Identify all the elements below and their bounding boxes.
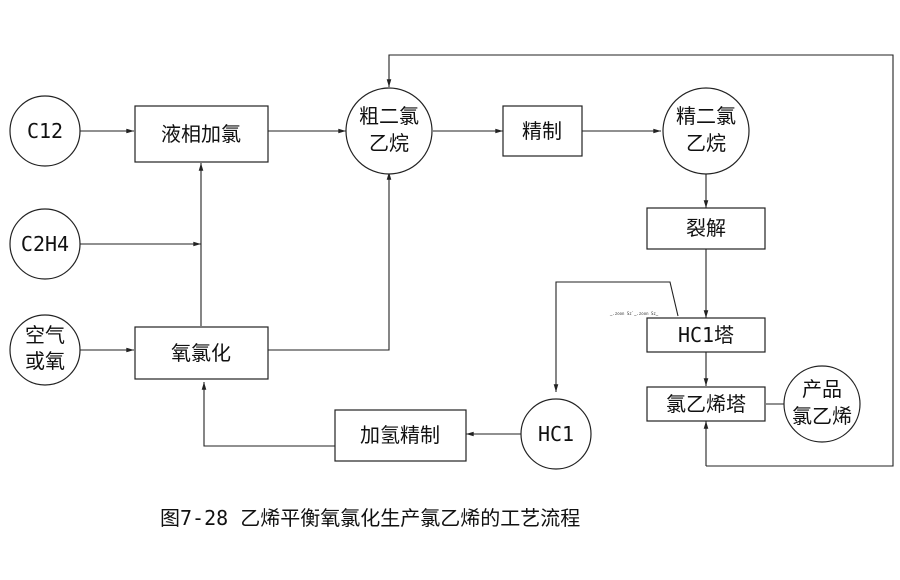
node-pure-edc: 精二氯 乙烷: [662, 87, 750, 175]
box-hydro-refining: 加氢精制: [334, 409, 467, 462]
arrow-oxychlorination-to-crude-edc: [268, 172, 392, 351]
box-refining: 精制: [502, 105, 583, 157]
flow-lines: [80, 54, 894, 467]
node-cl2: C12: [9, 95, 81, 167]
tiny-label: ‿.zoon Sz`‿.zoon Sz‿: [609, 311, 659, 316]
oxychlorination-label: 氧氯化: [171, 341, 231, 365]
hydro-refining-label: 加氢精制: [360, 423, 440, 447]
node-product-vcm: 产品 氯乙烯: [783, 365, 861, 443]
node-air-or-oxygen: 空气 或氧: [9, 314, 81, 386]
arrow-hcl-tower-to-hcl: [553, 281, 679, 392]
box-vcm-tower: 氯乙烯塔: [646, 386, 766, 422]
product-vcm-line2: 氯乙烯: [792, 404, 852, 428]
arrow-hydro-refining-to-oxychlorination: [201, 382, 335, 447]
arrow-recycle-to-crude-edc: [386, 54, 894, 467]
node-hcl: HC1: [520, 398, 592, 470]
node-crude-edc: 粗二氯 乙烷: [345, 87, 433, 175]
refining-label: 精制: [522, 119, 562, 143]
hcl-label: HC1: [538, 422, 574, 446]
pure-edc-line2: 乙烷: [686, 131, 726, 155]
pure-edc-line1: 精二氯: [676, 104, 736, 128]
cracking-label: 裂解: [686, 216, 726, 240]
hcl-tower-label: HC1塔: [678, 323, 734, 347]
box-liquid-chlorination: 液相加氯: [134, 105, 269, 163]
c2h4-label: C2H4: [21, 232, 69, 256]
node-c2h4: C2H4: [9, 208, 81, 280]
crude-edc-line2: 乙烷: [369, 131, 409, 155]
vcm-tower-label: 氯乙烯塔: [666, 392, 746, 416]
crude-edc-line1: 粗二氯: [359, 104, 419, 128]
cl2-label: C12: [27, 119, 63, 143]
box-oxychlorination: 氧氯化: [134, 326, 269, 380]
figure-caption: 图7-28 乙烯平衡氧氯化生产氯乙烯的工艺流程: [160, 506, 580, 530]
liquid-chlorination-label: 液相加氯: [161, 122, 241, 146]
box-hcl-tower: HC1塔: [646, 317, 766, 353]
air-label-line2: 或氧: [25, 349, 65, 373]
product-vcm-line1: 产品: [802, 377, 842, 401]
box-cracking: 裂解: [646, 207, 766, 250]
air-label-line1: 空气: [25, 323, 65, 347]
